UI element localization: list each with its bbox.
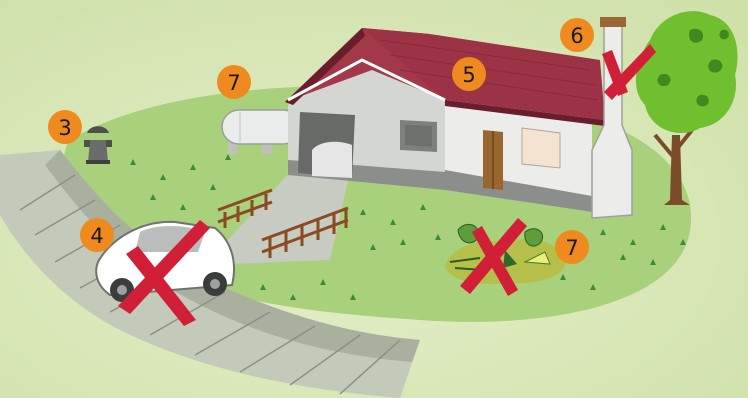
badge-label: 7 bbox=[565, 236, 578, 260]
badge-debris: 7 bbox=[555, 230, 589, 264]
badge-label: 7 bbox=[227, 71, 240, 95]
garage-icon bbox=[298, 112, 355, 178]
badge-label: 3 bbox=[58, 116, 71, 140]
badge-chimney: 6 bbox=[560, 18, 594, 52]
badge-hydrant: 3 bbox=[48, 110, 82, 144]
badge-house: 5 bbox=[452, 57, 486, 91]
badge-label: 4 bbox=[90, 224, 103, 248]
badge-car: 4 bbox=[80, 218, 114, 252]
badge-label: 5 bbox=[462, 63, 475, 87]
badge-tank: 7 bbox=[217, 65, 251, 99]
badge-label: 6 bbox=[570, 24, 583, 48]
